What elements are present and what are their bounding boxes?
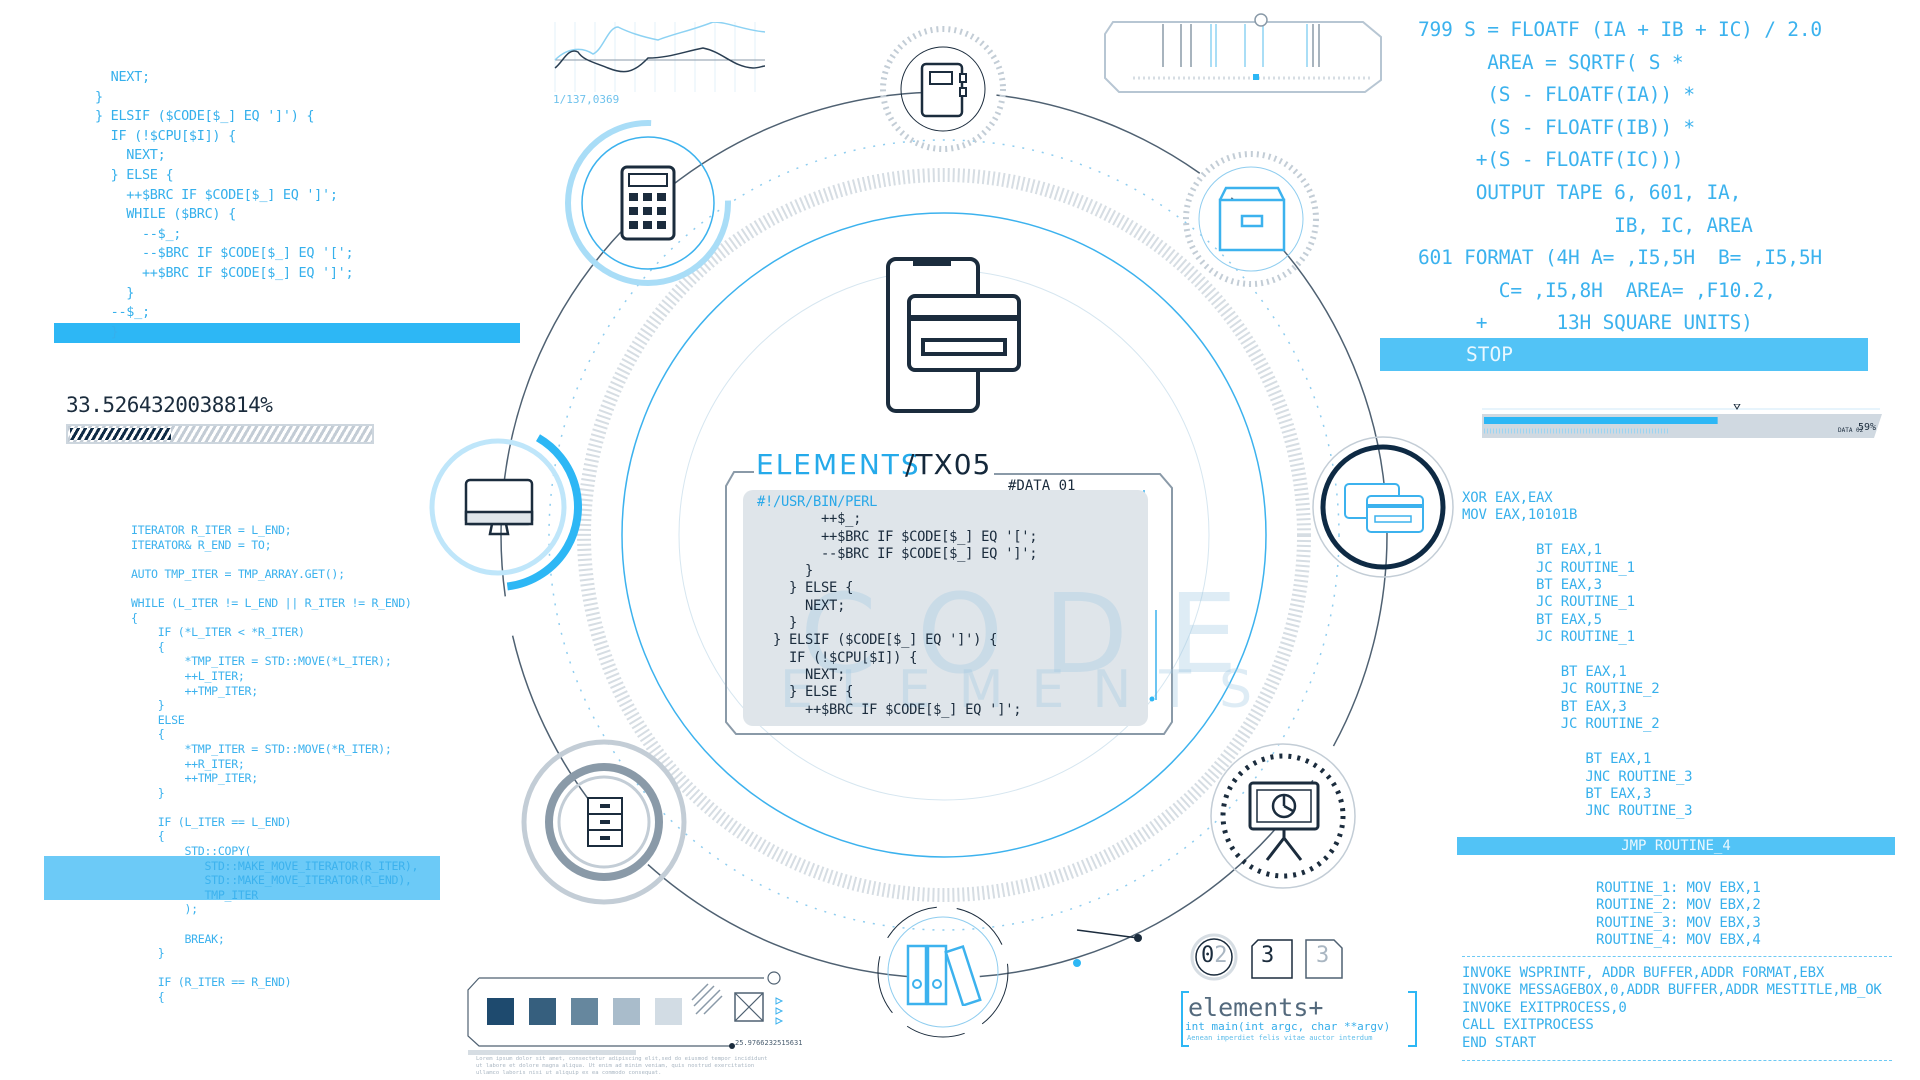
- watermark-code: CODE: [800, 570, 1278, 698]
- perl-code-block: #!/USR/BIN/PERL ++$_; ++$BRC IF $CODE[$_…: [757, 494, 1038, 719]
- assembly-invoke-block: INVOKE WSPRINTF, ADDR BUFFER,ADDR FORMAT…: [1462, 965, 1882, 1051]
- shebang-line: #!/USR/BIN/PERL: [757, 494, 878, 510]
- assembly-code-head: XOR EAX,EAX MOV EAX,10101B BT EAX,1 JC R…: [1462, 490, 1693, 820]
- calculator-icon: [620, 165, 676, 241]
- fortran-code-snippet: 799 S = FLOATF (IA + IB + IC) / 2.0 AREA…: [1418, 18, 1822, 335]
- progress-bar-right: [1482, 404, 1882, 438]
- progress-bar-left: [66, 424, 374, 444]
- counter-badge-3: 3: [1316, 943, 1330, 968]
- color-swatch[interactable]: [655, 998, 682, 1025]
- progress-percentage-label: 33.5264320038814%: [66, 393, 273, 417]
- jmp-highlight-bar: [1457, 837, 1895, 855]
- divider: [1462, 956, 1892, 957]
- panel-title-main: /TX05: [905, 448, 992, 481]
- equalizer-panel: [1104, 13, 1382, 93]
- elements-plus-title: elements+: [1188, 993, 1324, 1022]
- cpp-code-snippet: ITERATOR R_ITER = L_END; ITERATOR& R_END…: [131, 523, 419, 1004]
- counter-badge-2: 3: [1261, 943, 1275, 968]
- assembly-routines: ROUTINE_1: MOV EBX,1 ROUTINE_2: MOV EBX,…: [1596, 880, 1761, 949]
- color-swatch[interactable]: [613, 998, 640, 1025]
- filing-cabinet-icon: [587, 797, 623, 847]
- credit-cards-icon: [1344, 483, 1424, 533]
- presentation-easel-icon: [1248, 781, 1320, 861]
- mini-chart-readout: 1/137,0369: [553, 93, 620, 106]
- elements-caption: Aenean imperdiet felis vitae auctor inte…: [1187, 1034, 1373, 1042]
- progress-right-label: DATA 02: [1838, 427, 1864, 434]
- progress-bar-left-fill: [70, 428, 171, 440]
- stop-highlight-bar: [1380, 338, 1868, 371]
- panel-title-accent: ELEMENTS: [756, 448, 921, 481]
- counter-main: 0: [1201, 943, 1215, 968]
- counter-badges: [1190, 933, 1343, 981]
- divider: [1462, 1060, 1892, 1061]
- color-swatch[interactable]: [571, 998, 598, 1025]
- jmp-statement: JMP ROUTINE_4: [1621, 838, 1731, 854]
- highlighted-code-block: [44, 856, 440, 900]
- color-swatch-panel: [467, 971, 784, 1055]
- progress-right-value: 59%: [1858, 422, 1877, 433]
- function-signature: int main(int argc, char **argv): [1185, 1020, 1391, 1033]
- color-swatch[interactable]: [487, 998, 514, 1025]
- binders-icon: [906, 944, 982, 1006]
- bracket-frame: [1181, 991, 1417, 1047]
- code-display-box: [743, 490, 1148, 726]
- counter-dim: 2: [1214, 943, 1228, 968]
- chart-series-2: [554, 47, 766, 73]
- data-tag: #DATA 01: [1008, 478, 1076, 494]
- phone-card-icon: [886, 257, 1021, 413]
- archive-box-icon: [1218, 186, 1286, 252]
- highlighted-line-bar: [54, 323, 520, 343]
- stop-statement: STOP: [1466, 343, 1513, 366]
- perl-code-snippet: NEXT; } } ELSIF ($CODE[$_] EQ ']') { IF …: [95, 69, 354, 340]
- mini-line-chart: [554, 22, 766, 92]
- notebook-icon: [920, 62, 967, 118]
- color-swatch[interactable]: [529, 998, 556, 1025]
- counter-badge-1: 02: [1201, 943, 1228, 968]
- monitor-icon: [464, 478, 534, 536]
- swatch-readout: 25.9766232515631: [735, 1039, 803, 1047]
- perl-code-body: ++$_; ++$BRC IF $CODE[$_] EQ '['; --$BRC…: [773, 511, 1038, 718]
- chart-series-1: [554, 22, 766, 61]
- watermark-elements: ELEMENTS: [780, 660, 1281, 720]
- progress-bar-right-fill: [1484, 417, 1718, 424]
- lorem-caption: Lorem ipsum dolor sit amet, consectetur …: [476, 1056, 768, 1076]
